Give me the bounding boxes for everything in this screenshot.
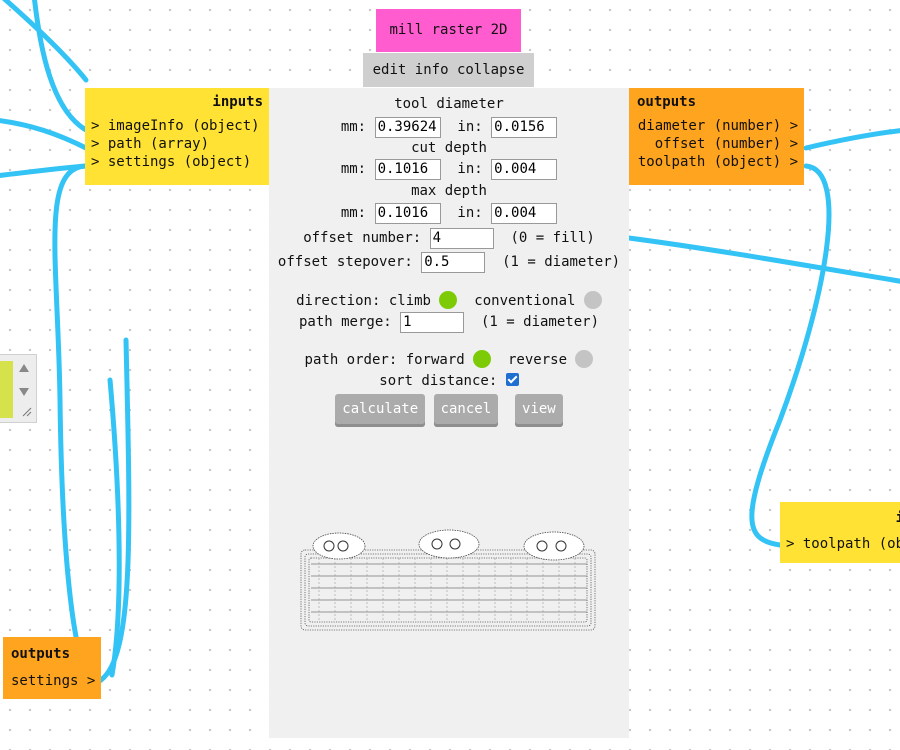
sort-distance-row: sort distance: — [269, 370, 629, 392]
number-stepper[interactable] — [0, 354, 37, 423]
output-port-label: offset (number) — [654, 136, 782, 152]
bottom-outputs-panel: outputs settings > — [3, 637, 101, 699]
offset-stepover-input[interactable] — [421, 251, 486, 273]
max-depth-label: max depth — [411, 183, 487, 199]
path-merge-label: path merge: — [298, 314, 392, 330]
cut-depth-row: mm: in: — [269, 158, 629, 180]
outputs-header: outputs — [11, 646, 71, 662]
output-port-label: diameter (number) — [637, 118, 782, 134]
inputs-panel: inputs > imageInfo (object) > path (arra… — [85, 88, 269, 185]
mm-label: mm: — [340, 119, 367, 135]
output-port-settings[interactable]: settings > — [11, 673, 96, 689]
collapse-menu-item[interactable]: collapse — [456, 62, 525, 78]
path-merge-hint: (1 = diameter) — [481, 314, 600, 330]
input-port-settings[interactable]: > settings (object) — [91, 154, 252, 170]
in-label: in: — [457, 119, 483, 135]
outputs-panel: outputs diameter (number) > offset (numb… — [629, 88, 804, 185]
action-buttons: calculate cancel view — [269, 393, 629, 429]
sort-distance-label: sort distance: — [379, 373, 498, 389]
input-port-path[interactable]: > path (array) — [91, 136, 210, 152]
mm-label: mm: — [340, 205, 367, 221]
path-order-label: path order: — [304, 352, 398, 368]
output-port-toolpath[interactable]: toolpath (object) > — [637, 154, 798, 170]
wire-path — [0, 118, 89, 151]
path-order-row: path order: forward reverse — [269, 349, 629, 371]
inputs-header: inputs — [212, 94, 263, 110]
sort-distance-checkbox[interactable] — [505, 372, 519, 386]
right-inputs-panel: i > toolpath (ob — [780, 502, 900, 563]
tool-diameter-label: tool diameter — [394, 96, 504, 112]
cancel-button[interactable]: cancel — [433, 394, 499, 427]
cut-depth-mm-input[interactable] — [374, 158, 441, 180]
edit-menu-item[interactable]: edit — [372, 62, 407, 78]
input-port-label: path (array) — [107, 136, 210, 152]
offset-number-hint: (0 = fill) — [510, 230, 595, 246]
input-port-label: imageInfo (object) — [107, 118, 260, 134]
max-depth-mm-input[interactable] — [374, 202, 441, 224]
climb-label: climb — [388, 293, 431, 309]
direction-label: direction: — [296, 293, 381, 309]
wire-imageinfo — [32, 0, 89, 133]
cut-depth-label: cut depth — [411, 140, 487, 156]
offset-stepover-row: offset stepover: (1 = diameter) — [269, 251, 629, 273]
offset-number-row: offset number: (0 = fill) — [269, 227, 629, 249]
output-port-offset[interactable]: offset (number) > — [654, 136, 798, 152]
stepper-value-field — [0, 361, 13, 418]
input-port-toolpath[interactable]: > toolpath (ob — [786, 536, 900, 552]
cut-depth-in-input[interactable] — [491, 158, 558, 180]
max-depth-in-input[interactable] — [491, 202, 558, 224]
settings-panel: tool diameter mm: in: cut depth mm: in: … — [269, 88, 629, 738]
forward-radio[interactable] — [473, 349, 492, 368]
offset-number-label: offset number: — [303, 230, 422, 246]
in-label: in: — [457, 161, 483, 177]
tool-diameter-mm-input[interactable] — [374, 116, 441, 138]
input-port-label: settings (object) — [107, 154, 252, 170]
arrow-up-icon[interactable] — [19, 364, 29, 372]
view-button[interactable]: view — [515, 394, 563, 427]
wire-settings-in — [0, 163, 89, 178]
wire-settings-loop — [52, 163, 132, 685]
wire-diameter-out — [803, 128, 900, 151]
wire-offset-out — [626, 235, 900, 284]
offset-stepover-hint: (1 = diameter) — [502, 254, 621, 270]
mm-label: mm: — [340, 161, 367, 177]
output-port-label: toolpath (object) — [637, 154, 782, 170]
conventional-radio[interactable] — [583, 290, 602, 309]
path-merge-input[interactable] — [400, 311, 465, 333]
wire-settings-left — [107, 377, 122, 678]
offset-number-input[interactable] — [429, 227, 494, 249]
toolpath-preview — [300, 529, 596, 631]
wire-toolpath-out — [749, 163, 832, 548]
tool-diameter-row: mm: in: — [269, 116, 629, 138]
inputs-header: i — [895, 510, 900, 526]
output-port-diameter[interactable]: diameter (number) > — [637, 118, 798, 134]
calculate-button[interactable]: calculate — [335, 394, 426, 427]
outputs-header: outputs — [637, 94, 697, 110]
node-menu: edit info collapse — [363, 53, 534, 87]
direction-row: direction: climb conventional — [269, 290, 629, 312]
forward-label: forward — [405, 352, 465, 368]
node-title[interactable]: mill raster 2D — [376, 9, 521, 52]
info-menu-item[interactable]: info — [414, 62, 449, 78]
input-port-imageinfo[interactable]: > imageInfo (object) — [91, 118, 260, 134]
tool-diameter-in-input[interactable] — [491, 116, 558, 138]
offset-stepover-label: offset stepover: — [277, 254, 413, 270]
conventional-label: conventional — [474, 293, 576, 309]
wire-left-top — [1, 0, 89, 83]
reverse-label: reverse — [508, 352, 568, 368]
max-depth-row: mm: in: — [269, 202, 629, 224]
reverse-radio[interactable] — [575, 349, 594, 368]
arrow-down-icon[interactable] — [19, 388, 29, 396]
climb-radio[interactable] — [439, 290, 458, 309]
resize-grip-icon[interactable] — [22, 407, 32, 417]
path-merge-row: path merge: (1 = diameter) — [269, 311, 629, 333]
in-label: in: — [457, 205, 483, 221]
